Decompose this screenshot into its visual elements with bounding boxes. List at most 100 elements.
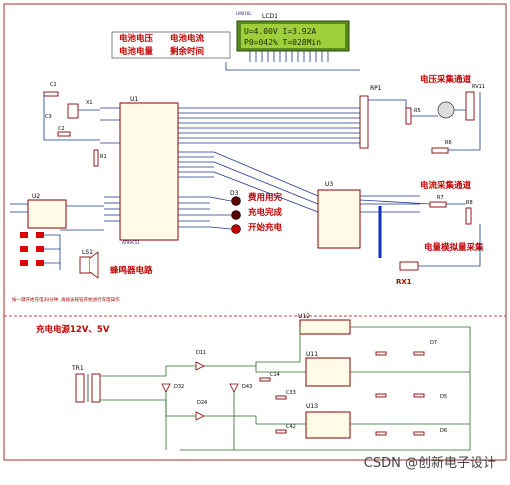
cap-c14 [259, 377, 271, 382]
lcd-bus [225, 62, 360, 71]
pot-rv11[interactable] [465, 91, 475, 121]
label-battery-current: 电池电流 [170, 33, 205, 44]
sheet-border [3, 3, 507, 461]
d11-ref: D11 [196, 350, 206, 356]
button-2[interactable] [20, 246, 28, 252]
r6 [431, 147, 449, 154]
led-done [231, 210, 241, 220]
crystal-wires [43, 94, 100, 141]
u2-chip [27, 199, 67, 229]
r1 [93, 149, 99, 167]
r5-ref: R5 [414, 108, 421, 114]
lcd-line2: P0=042% T=028Min [244, 38, 321, 47]
diode-d11 [195, 361, 205, 371]
button-1[interactable] [20, 232, 28, 238]
label-charge-done: 充电完成 [248, 207, 283, 218]
regulator-u11 [305, 357, 351, 387]
label-buzzer: 蜂鸣器电路 [110, 265, 153, 276]
label-supply: 充电电源12V、5V [36, 324, 110, 335]
r7-ref: R7 [437, 195, 444, 201]
cap-out-6 [413, 431, 425, 436]
u2-wires [10, 203, 104, 213]
lcd-line1: U=4.00V I=3.92A [244, 27, 316, 36]
r5 [405, 107, 412, 125]
mcu-left-pins [100, 107, 120, 222]
c2 [57, 131, 71, 137]
voltmeter [437, 101, 455, 119]
transformer-secondary [91, 373, 101, 403]
d43-ref: D43 [242, 384, 252, 390]
button-4[interactable] [36, 232, 44, 238]
c3-ref: C3 [45, 114, 52, 120]
diode-d32 [161, 383, 171, 393]
supply-wires [100, 326, 471, 451]
label-battery-voltage: 电池电压 [119, 33, 154, 44]
c42-ref: C42 [286, 424, 296, 430]
r6-ref: R6 [445, 140, 452, 146]
title-label-box [111, 31, 231, 59]
tr1-ref: TR1 [71, 365, 84, 372]
label-current-channel: 电流采集通道 [420, 180, 472, 191]
button-group [20, 229, 104, 270]
d32-ref: D32 [174, 384, 184, 390]
c33-ref: C33 [286, 390, 296, 396]
c1 [43, 91, 59, 97]
cap-out-5 [413, 393, 425, 398]
rp1-network [359, 95, 369, 149]
led-start [231, 224, 241, 234]
x1-ref: X1 [86, 100, 93, 106]
speaker-icon [89, 251, 99, 279]
c1-ref: C1 [50, 82, 57, 88]
r1-ref: R1 [100, 154, 107, 160]
diode-d43 [229, 383, 239, 393]
button-6[interactable] [36, 260, 44, 266]
c2-ref: C2 [58, 126, 65, 132]
rp1-ref: RP1 [370, 85, 382, 92]
label-battery-charge: 电池电量 [119, 46, 154, 57]
button-3[interactable] [20, 260, 28, 266]
u3-chip [317, 189, 361, 249]
r7 [429, 201, 447, 208]
cap-out-4 [413, 351, 425, 356]
r8 [465, 207, 472, 225]
mcu-chip [119, 102, 179, 241]
led-fee [231, 196, 241, 206]
label-charging-fee: 费用用完 [248, 192, 283, 203]
cap-c42 [275, 429, 287, 434]
u3-wires [213, 151, 420, 213]
rx1-pot[interactable] [399, 261, 419, 271]
button-5[interactable] [36, 246, 44, 252]
d6-ref: D6 [440, 428, 447, 434]
label-note: 按一键开始充电30分钟, 再按该按钮开始进行充电操作 [12, 296, 120, 303]
cap-out-3 [375, 431, 387, 436]
label-remaining-time: 剩余时间 [170, 46, 204, 57]
mcu-ref: U1 [130, 96, 138, 103]
label-start-charge: 开始充电 [248, 222, 283, 233]
regulator-u13 [305, 411, 351, 439]
cap-c33 [275, 395, 287, 400]
cap-out-1 [375, 351, 387, 356]
d5-ref: D5 [440, 394, 447, 400]
lcd-part: LM016L [236, 11, 252, 16]
u12-ref: U12 [298, 313, 310, 320]
d7-ref: D7 [430, 340, 437, 346]
u11-ref: U11 [306, 351, 318, 358]
diode-d24 [195, 411, 205, 421]
buzzer-ls1 [79, 256, 91, 274]
rv11-ref: RV11 [472, 84, 485, 90]
label-voltage-channel: 电压采集通道 [420, 74, 472, 85]
d3-ref: D3 [230, 190, 239, 197]
lcd-screen [241, 24, 345, 48]
cap-out-2 [375, 393, 387, 398]
crystal-x1 [67, 103, 79, 119]
label-charge-sim: 电量模拟量采集 [424, 242, 484, 253]
led-wires [209, 196, 232, 230]
channel-wires [359, 92, 481, 267]
lcd-pins [249, 51, 329, 62]
d24-ref: D24 [197, 400, 207, 406]
transformer-primary [75, 373, 85, 403]
regulator-u12 [299, 319, 351, 335]
watermark: CSDN @创新电子设计 [364, 455, 496, 471]
